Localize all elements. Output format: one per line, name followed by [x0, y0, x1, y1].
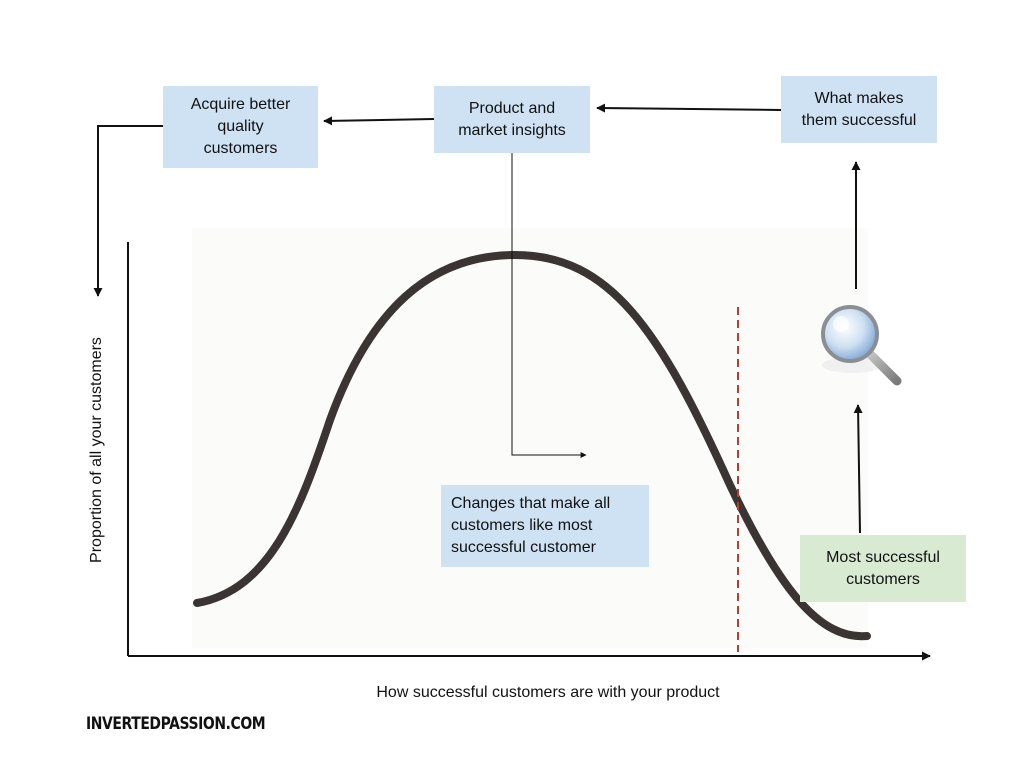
- arrow-makes-to-insights: [596, 103, 782, 113]
- acquire-better-customers-box: Acquire better quality customers: [163, 86, 318, 168]
- arrow-insights-to-changes: [511, 153, 587, 458]
- insights-line-2: market insights: [458, 121, 566, 139]
- changes-line-2: customers like most: [451, 517, 593, 534]
- changes-line-3: successful customer: [451, 539, 596, 556]
- acquire-line-2: quality: [217, 118, 264, 135]
- what-makes-them-successful-box: What makes them successful: [781, 76, 937, 143]
- site-watermark: INVERTEDPASSION.COM: [86, 714, 266, 734]
- changes-line-1: Changes that make all: [451, 495, 611, 512]
- acquire-line-3: customers: [203, 140, 278, 157]
- insights-line-1: Product and: [468, 99, 556, 117]
- arrow-insights-to-acquire: [323, 116, 435, 126]
- most-successful-customers-box: Most successful customers: [800, 535, 966, 602]
- acquire-line-1: Acquire better: [190, 96, 291, 113]
- product-market-insights-box: Product and market insights: [434, 86, 590, 153]
- most-line-2: customers: [846, 570, 920, 588]
- makes-line-2: them successful: [801, 111, 917, 129]
- x-axis-label: How successful customers are with your p…: [376, 684, 720, 701]
- makes-line-1: What makes: [814, 89, 904, 107]
- changes-box: Changes that make all customers like mos…: [441, 485, 649, 567]
- most-line-1: Most successful: [826, 548, 940, 566]
- y-axis-label: Proportion of all your customers: [88, 337, 105, 563]
- arrow-acquire-to-axis: [93, 125, 163, 297]
- magnifying-glass-icon: [821, 305, 902, 386]
- arrow-most-to-magnifier: [853, 404, 863, 534]
- plot-area: [192, 228, 868, 648]
- distribution-curve: [193, 250, 871, 641]
